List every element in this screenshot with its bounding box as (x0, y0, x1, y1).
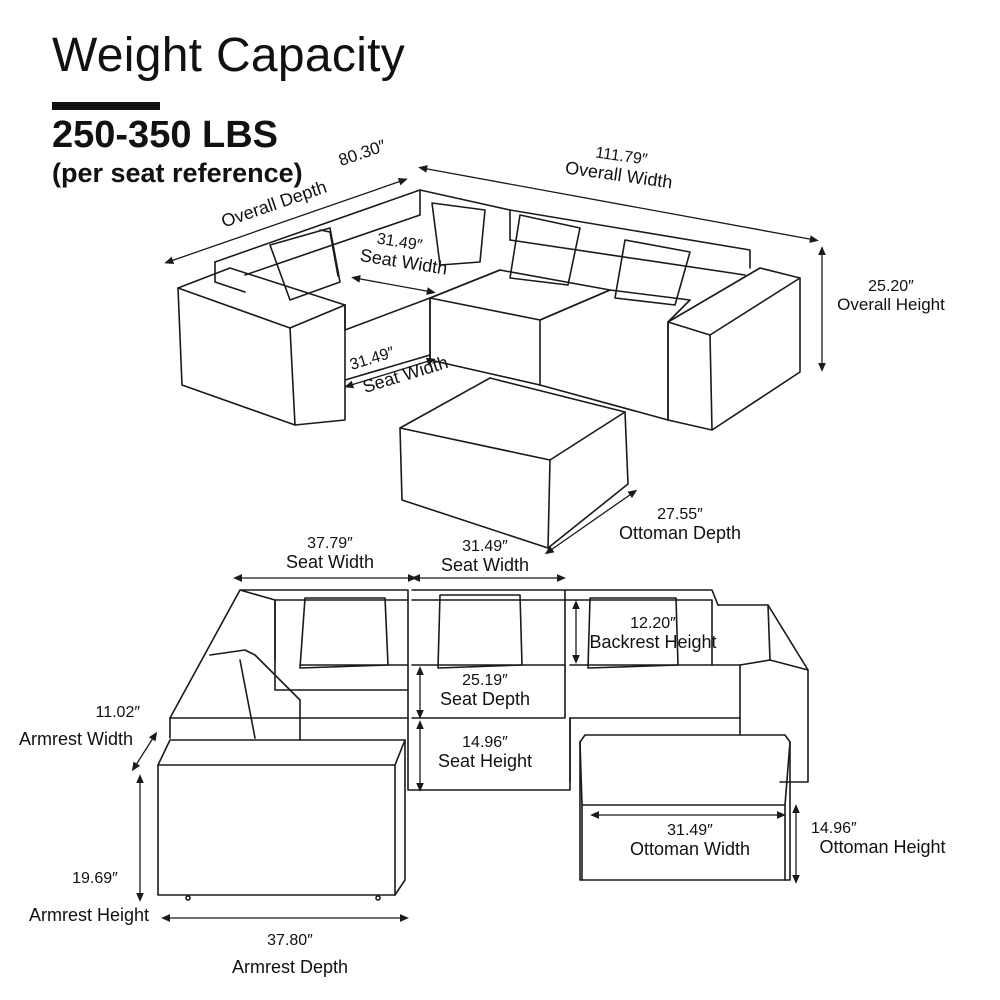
seat-height-value: 14.96″ (462, 734, 508, 751)
armrest-depth-dim: 37.80″ Armrest Depth (215, 932, 365, 977)
seat-depth-dim: 25.19″ Seat Depth (425, 672, 545, 709)
overall-height-value: 25.20″ (868, 278, 914, 295)
page-title: Weight Capacity (52, 29, 406, 82)
corner-seat-width-value: 37.79″ (307, 535, 353, 552)
corner-seat-width-dim: 37.79″ Seat Width (270, 535, 390, 572)
armrest-width-value: 11.02″ (95, 704, 140, 721)
ottoman-width-label: Ottoman Width (629, 838, 751, 859)
top-sofa-drawing (164, 165, 826, 555)
ottoman-height-value: 14.96″ (811, 820, 857, 837)
ottoman-depth-dim: 27.55″ Ottoman Depth (605, 506, 755, 543)
weight-capacity-value: 250-350 LBS (52, 114, 279, 156)
seat-depth-label: Seat Depth (439, 688, 531, 709)
ottoman-depth-value: 27.55″ (657, 506, 703, 523)
backrest-height-dim: 12.20″ Backrest Height (578, 615, 728, 652)
ottoman-height-dim: 14.96″ Ottoman Height (805, 820, 960, 857)
ottoman-width-value: 31.49″ (667, 822, 713, 839)
ottoman-width-dim: 31.49″ Ottoman Width (615, 822, 765, 859)
seat-depth-value: 25.19″ (462, 672, 508, 689)
seat-width-label: Seat Width (440, 554, 530, 575)
armrest-height-value: 19.69″ (72, 870, 118, 887)
bottom-sofa-drawing (131, 574, 809, 922)
corner-seat-width-label: Seat Width (285, 551, 375, 572)
armrest-depth-value: 37.80″ (267, 932, 313, 949)
armrest-width-dim: 11.02″ Armrest Width (6, 704, 146, 749)
armrest-depth-label: Armrest Depth (231, 956, 349, 977)
backrest-height-value: 12.20″ (630, 615, 676, 632)
backrest-height-label: Backrest Height (589, 631, 717, 652)
armrest-height-label-wrap: Armrest Height (14, 905, 164, 926)
ottoman-depth-label: Ottoman Depth (618, 522, 742, 543)
ottoman-height-label: Ottoman Height (819, 836, 946, 857)
armrest-height-value-wrap: 19.69″ (60, 870, 130, 888)
armrest-height-label: Armrest Height (28, 905, 150, 925)
seat-width-dim: 31.49″ Seat Width (425, 538, 545, 575)
overall-height-dim: 25.20″ Overall Height (826, 278, 956, 314)
seat-height-label: Seat Height (437, 750, 533, 771)
seat-width-value: 31.49″ (462, 538, 508, 555)
armrest-width-label: Armrest Width (18, 728, 133, 749)
title-underline (52, 102, 160, 110)
seat-height-dim: 14.96″ Seat Height (425, 734, 545, 771)
overall-height-label: Overall Height (837, 294, 945, 314)
